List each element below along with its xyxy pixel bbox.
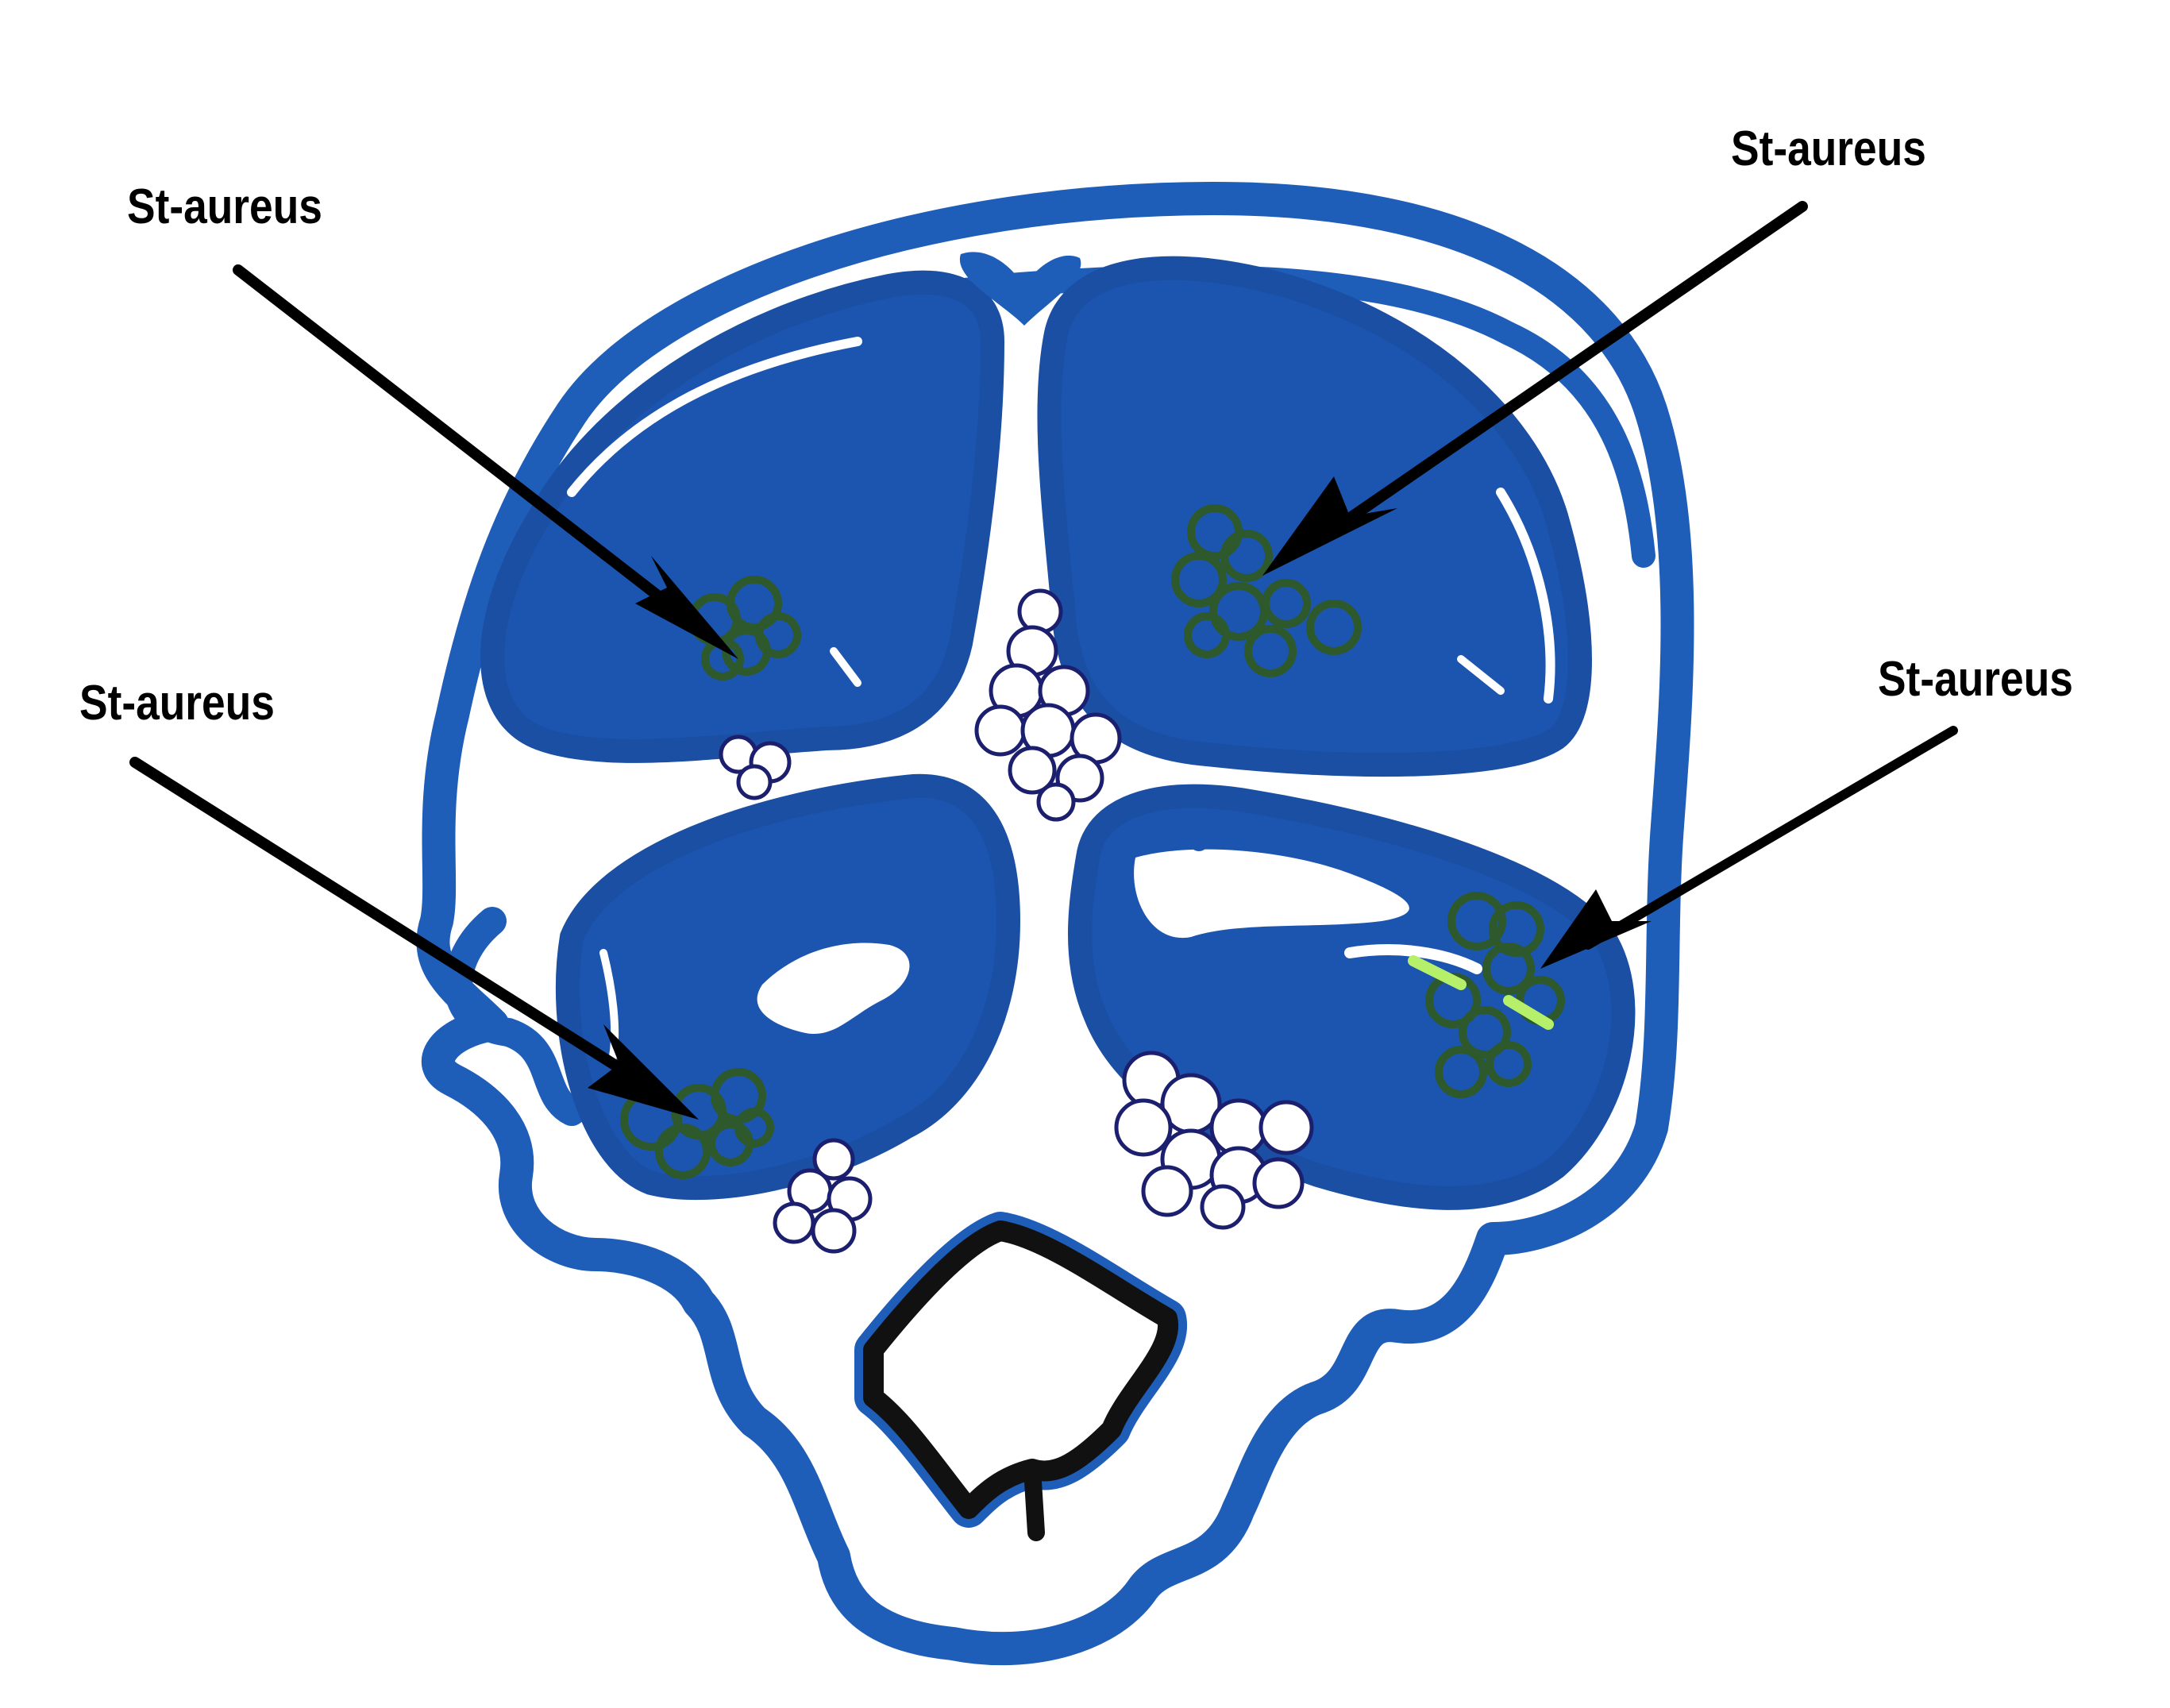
- arrow-mid-left: [129, 757, 699, 1120]
- annotation-label-top-left: St-aureus: [127, 179, 322, 234]
- ink-cluster-center-bottom: [1114, 1051, 1314, 1230]
- ink-cluster-center-top: [974, 588, 1122, 822]
- annotation-label-mid-left: St-aureus: [79, 676, 275, 731]
- ink-cluster-left-top: [719, 734, 792, 800]
- top-notch: [959, 252, 1081, 326]
- ink-cluster-left-bottom: [773, 1138, 873, 1254]
- annotation-label-mid-right: St-aureus: [1878, 652, 2073, 707]
- left-notch: [444, 907, 586, 1126]
- skull-outline: [416, 182, 1694, 1666]
- arrow-mid-right: [1540, 726, 1958, 969]
- arrow-top-right: [1262, 201, 1808, 576]
- arrow-top-left: [233, 264, 738, 659]
- annotation-label-top-right: St-aureus: [1731, 121, 1926, 176]
- bacteria-colony-upper-right: [1171, 504, 1362, 677]
- sinus-lobe-upper-left: [480, 270, 1005, 763]
